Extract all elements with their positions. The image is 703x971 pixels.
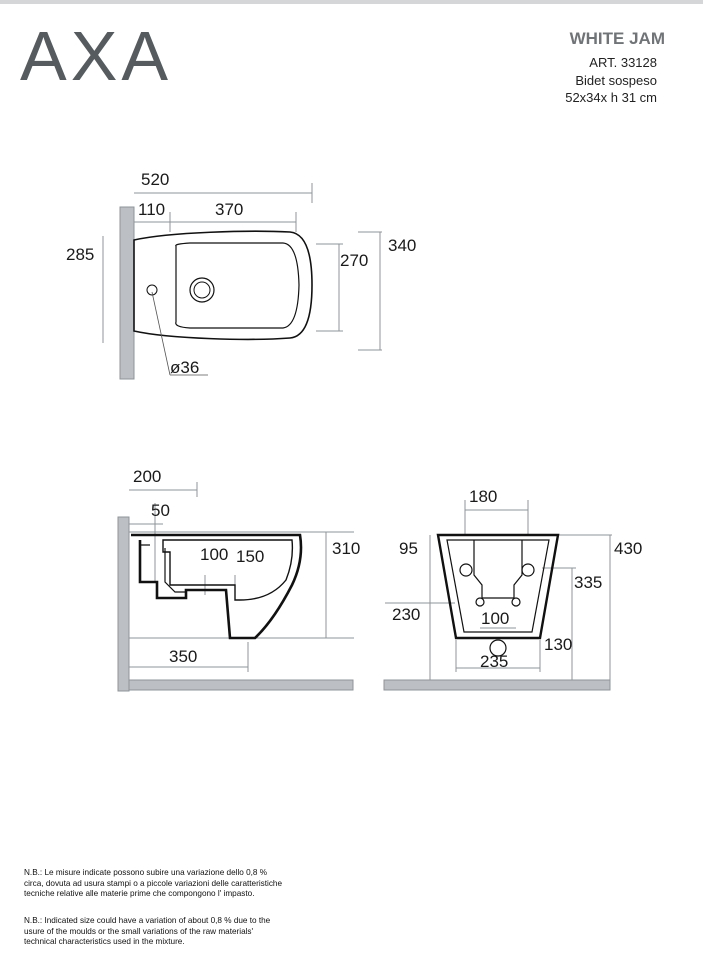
dim-back (385, 500, 612, 680)
tap-hole (146, 284, 158, 296)
side-floor (128, 679, 354, 691)
side-wall (117, 516, 130, 692)
label-fixing-height: 335 (574, 573, 602, 592)
label-back-depth: 110 (138, 200, 165, 219)
bidet-outline-side (131, 533, 303, 640)
label-top-offset: 50 (151, 501, 170, 520)
label-overall-width: 340 (388, 236, 416, 255)
label-base-width: 235 (480, 652, 508, 671)
label-floor-height: 130 (544, 635, 572, 654)
label-bracket-span: 350 (169, 647, 197, 666)
series-name: WHITE JAM (569, 29, 665, 48)
drain-inner (193, 281, 211, 299)
drain-hole-back (489, 639, 507, 657)
label-back-top-offset: 95 (399, 539, 418, 558)
dim-overall-length (134, 183, 313, 203)
top-border (0, 0, 703, 4)
label-base-height: 230 (392, 605, 420, 624)
basin-outline-top (175, 242, 300, 329)
bidet-outline-back (436, 533, 560, 640)
fixing-hole-right (521, 563, 535, 577)
label-tap-hole: ø36 (170, 358, 199, 377)
label-wall-height: 285 (66, 245, 94, 264)
label-drain-height: 150 (236, 547, 264, 566)
dim-widths (316, 231, 382, 351)
product-size: 52x34x h 31 cm (565, 90, 657, 105)
dim-wall-offset (129, 482, 198, 583)
label-basin-length: 370 (215, 200, 243, 219)
side-view: 200 50 100 150 310 350 (117, 467, 360, 692)
back-view: 180 95 430 335 230 100 130 235 (383, 487, 642, 691)
pipe-hole-left (475, 597, 485, 607)
brand-logo: AXA (20, 17, 173, 95)
label-total-height: 310 (332, 539, 360, 558)
back-bracket (473, 540, 523, 599)
label-back-total-height: 430 (614, 539, 642, 558)
label-inlet-height: 100 (200, 545, 228, 564)
dim-basin-length (134, 212, 297, 232)
label-wall-offset: 200 (133, 467, 161, 486)
label-fixing-spacing: 100 (481, 609, 509, 628)
back-floor (383, 679, 611, 691)
label-overall-length: 520 (141, 170, 169, 189)
product-description: Bidet sospeso (575, 73, 657, 88)
note-english: N.B.: Indicated size could have a variat… (24, 916, 271, 947)
pipe-hole-right (511, 597, 521, 607)
fixing-hole-left (459, 563, 473, 577)
drain-outer (189, 277, 215, 303)
label-basin-width: 270 (340, 251, 368, 270)
label-top-width: 180 (469, 487, 497, 506)
top-wall (119, 206, 135, 380)
top-view: 520 110 370 285 ø36 270 (66, 170, 416, 380)
article-number: ART. 33128 (589, 55, 657, 70)
note-italian: N.B.: Le misure indicate possono subire … (24, 868, 283, 899)
dim-heights-side (129, 531, 354, 672)
tap-hole-leader (151, 291, 171, 376)
basin-profile-side (162, 539, 294, 601)
